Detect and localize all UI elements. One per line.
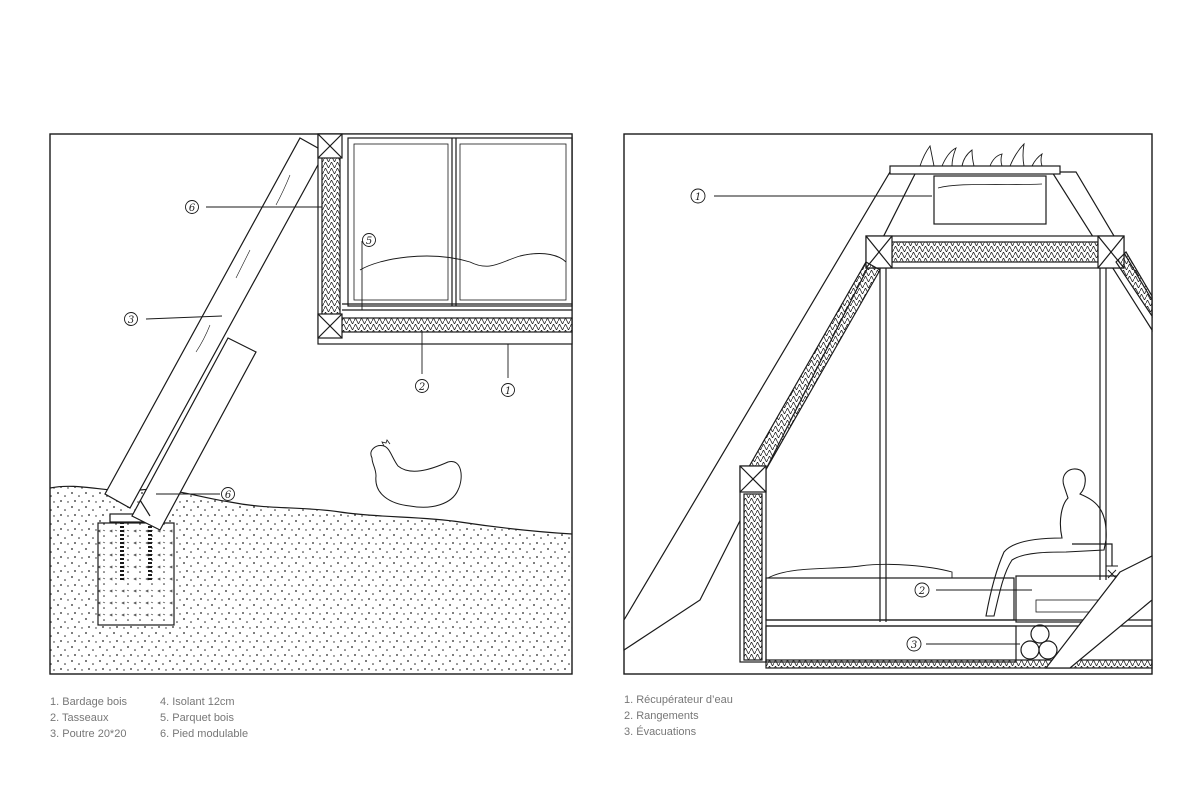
diagonal-beam (104, 137, 326, 509)
roof-cap (889, 165, 1061, 175)
callout-label: 1 (695, 192, 701, 203)
roof-plants (919, 142, 1043, 167)
left-legend-col1: 1. Bardage bois 2. Tasseaux 3. Poutre 20… (50, 694, 127, 742)
right-callout-labels: 1 2 3 (695, 192, 925, 651)
sloped-insulation (1115, 251, 1153, 318)
legend-item: 1. Bardage bois (50, 696, 128, 708)
right-panel-frame (623, 133, 1153, 675)
sloped-insulation (745, 261, 881, 481)
right-section-drawing (623, 133, 1153, 675)
callout-label: 5 (366, 236, 372, 247)
floor-insulation (339, 317, 573, 333)
adjustable-foot (139, 499, 151, 517)
callout-label: 3 (128, 315, 134, 326)
water-collector (933, 175, 1047, 225)
legend-item: 2. Tasseaux (50, 712, 109, 724)
drain-pipe (1020, 640, 1040, 660)
callout-label: 6 (189, 203, 196, 214)
wall-outer-frame (317, 133, 573, 345)
callout-label: 2 (418, 382, 425, 393)
right-legend: 1. Récupérateur d’eau 2. Rangements 3. É… (624, 692, 733, 740)
drain-pipe (1030, 624, 1050, 644)
legend-item: 3. Poutre 20*20 (50, 728, 127, 740)
soil-texture (50, 486, 572, 674)
bed-storage (765, 577, 1015, 621)
callout-label: 1 (505, 386, 511, 397)
legend-item: 1. Récupérateur d’eau (624, 694, 733, 706)
left-section-drawing (49, 133, 573, 675)
drain-pipe (1038, 640, 1058, 660)
chicken-figure (370, 445, 462, 508)
callout-label: 6 (225, 490, 232, 501)
legend-item: 4. Isolant 12cm (160, 696, 235, 708)
legend-item: 2. Rangements (624, 710, 699, 722)
window-frame (347, 137, 573, 307)
person-figure (985, 468, 1107, 617)
legend-item: 3. Évacuations (624, 726, 697, 738)
left-legend-col2: 4. Isolant 12cm 5. Parquet bois 6. Pied … (160, 694, 248, 742)
bed-mattress (359, 253, 567, 271)
legend-item: 5. Parquet bois (160, 712, 234, 724)
callout-label: 2 (918, 586, 925, 597)
legend-item: 6. Pied modulable (160, 728, 249, 740)
tap (1072, 543, 1113, 566)
callout-label: 3 (911, 640, 917, 651)
left-callout-labels: 6 5 3 2 1 6 (128, 203, 511, 501)
beam-sleeve (131, 337, 257, 531)
wall-insulation (321, 137, 341, 335)
bed-mattress (767, 563, 953, 579)
sink-counter (1044, 555, 1153, 669)
